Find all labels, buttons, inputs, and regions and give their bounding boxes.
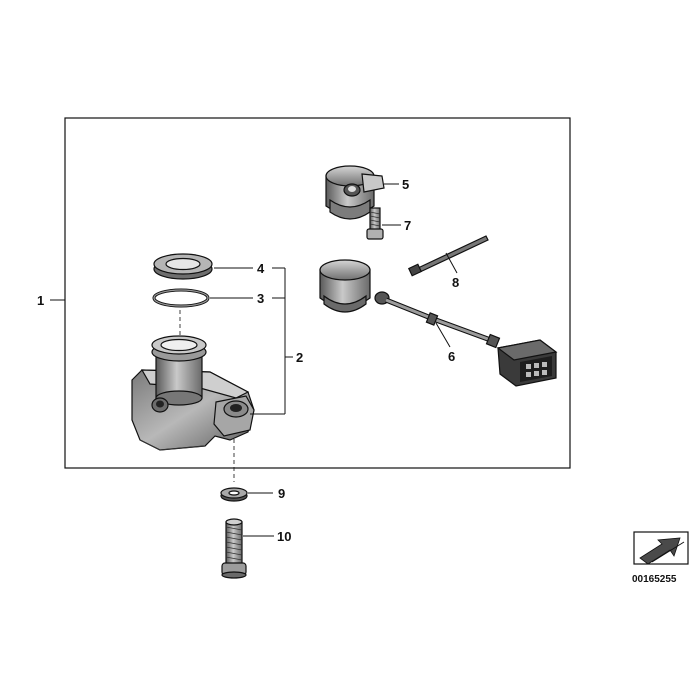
part-4-seal-cap [153, 253, 213, 280]
callout-4: 4 [257, 261, 265, 276]
callout-10: 10 [277, 529, 291, 544]
part-3-o-ring [152, 288, 210, 308]
callout-3: 3 [257, 291, 264, 306]
part-9-washer [220, 487, 248, 502]
callout-5: 5 [402, 177, 409, 192]
document-number: 00165255 [632, 574, 677, 585]
part-7-screw [366, 207, 384, 240]
part-10-bolt [221, 518, 247, 579]
leader-lines [50, 183, 458, 537]
callout-1: 1 [37, 293, 44, 308]
assembly-frame [64, 117, 571, 469]
part-2-housing [131, 335, 255, 451]
part-6-sensor-cable [319, 259, 558, 387]
catalog-logo [633, 531, 689, 565]
callout-2: 2 [296, 350, 303, 365]
callout-7: 7 [404, 218, 411, 233]
callout-6: 6 [448, 349, 455, 364]
part-5-sensor-cap [325, 165, 385, 220]
callout-8: 8 [452, 275, 459, 290]
part-8-cable-tie [407, 235, 489, 277]
arrow-icon [639, 537, 681, 565]
callout-9: 9 [278, 486, 285, 501]
